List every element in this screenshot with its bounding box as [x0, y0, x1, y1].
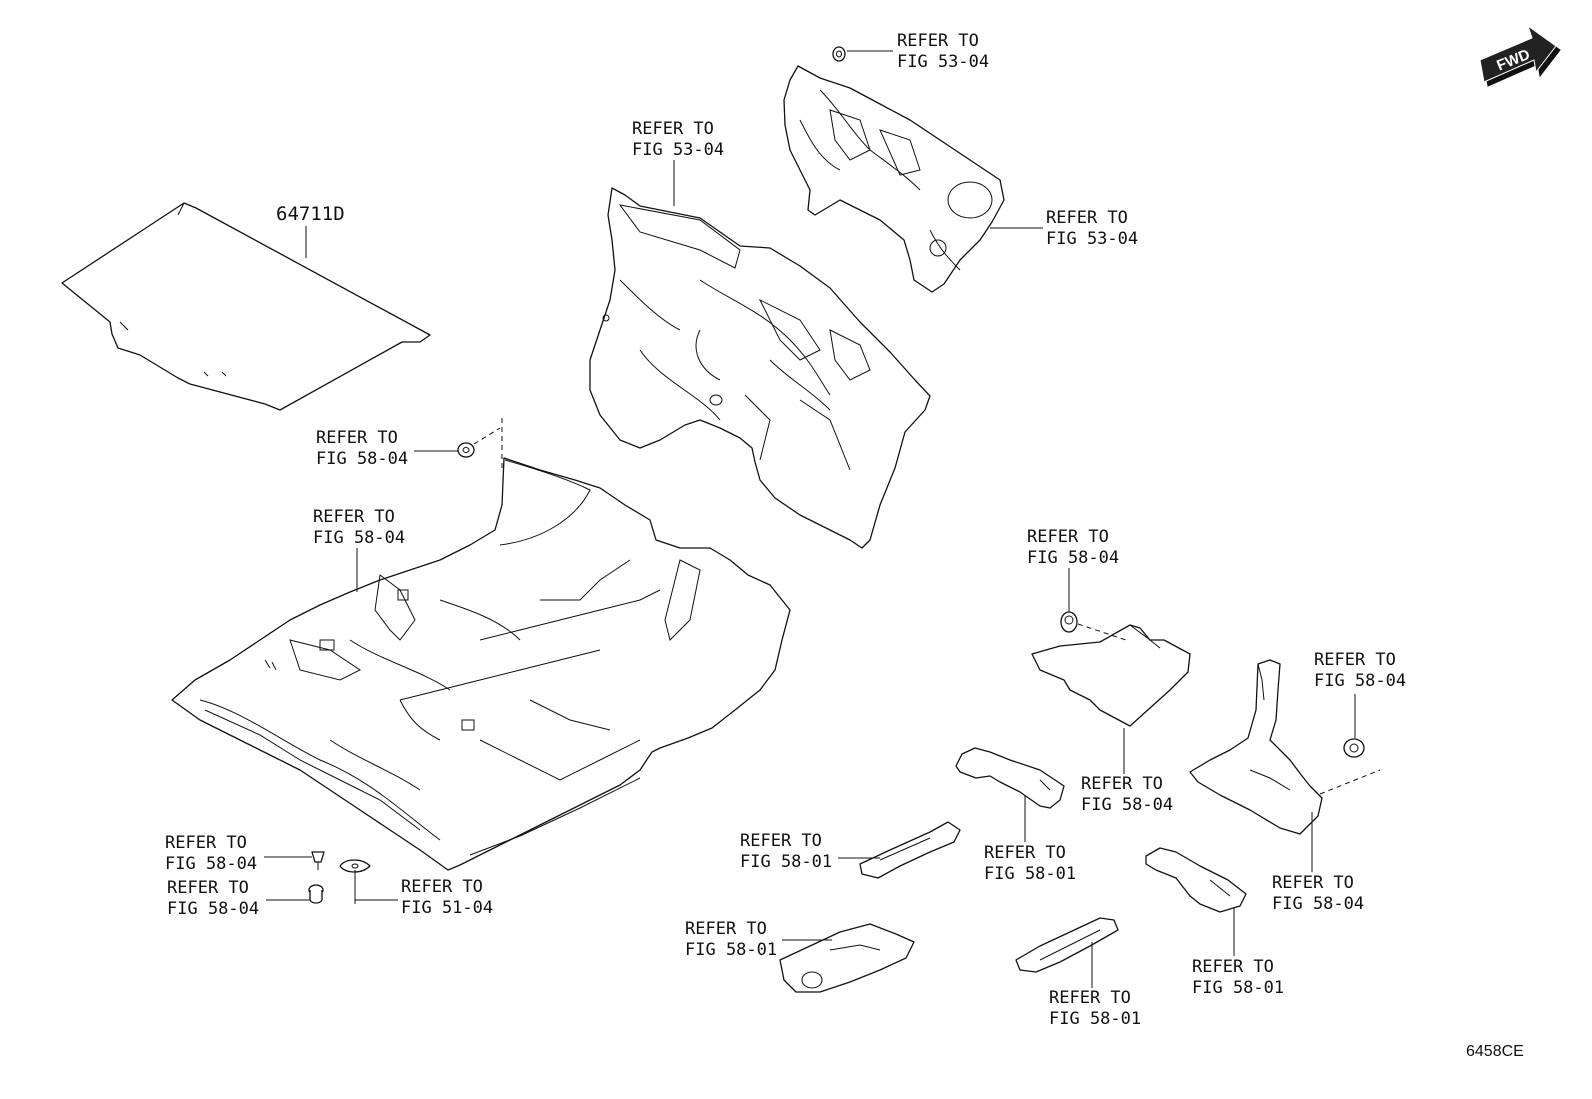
callout-line1: REFER TO [1049, 988, 1131, 1008]
callout-line1: REFER TO [1272, 873, 1354, 893]
callout-line1: REFER TO [1192, 957, 1274, 977]
dash-insulator-part [783, 65, 1005, 293]
callout-fig-58-01: REFER TO FIG 58-01 [984, 843, 1076, 884]
callout-fig-58-04: REFER TO FIG 58-04 [1314, 650, 1406, 691]
callout-fig-58-01: REFER TO FIG 58-01 [1192, 957, 1284, 998]
floor-pad-part [1145, 847, 1247, 913]
callout-line2: FIG 58-04 [1314, 671, 1406, 691]
callout-line2: FIG 58-04 [316, 449, 408, 469]
callout-line1: REFER TO [897, 31, 979, 51]
callout-line1: REFER TO [1314, 650, 1396, 670]
callout-fig-58-04: REFER TO FIG 58-04 [167, 878, 259, 919]
grommet-icon [1343, 738, 1365, 758]
rear-floor-mat-part [61, 202, 431, 411]
callout-line1: REFER TO [1046, 208, 1128, 228]
floor-pad-part [859, 821, 961, 879]
callout-fig-58-04: REFER TO FIG 58-04 [1081, 774, 1173, 815]
callout-line1: REFER TO [401, 877, 483, 897]
grommet-icon [308, 884, 324, 904]
callout-line2: FIG 53-04 [1046, 229, 1138, 249]
callout-line1: REFER TO [740, 831, 822, 851]
callout-line2: FIG 58-01 [740, 852, 832, 872]
grommet-icon [457, 442, 475, 458]
floor-carpet-part [171, 457, 791, 871]
callout-fig-53-04: REFER TO FIG 53-04 [1046, 208, 1138, 249]
callout-line2: FIG 51-04 [401, 898, 493, 918]
callout-line2: FIG 58-04 [167, 899, 259, 919]
callout-fig-53-04: REFER TO FIG 53-04 [632, 119, 724, 160]
callout-line1: REFER TO [984, 843, 1066, 863]
callout-fig-58-04: REFER TO FIG 58-04 [1272, 873, 1364, 914]
fastener-icon [339, 859, 371, 904]
part-number-label: 64711D [276, 203, 345, 225]
dash-silencer-part [589, 187, 931, 549]
callout-line1: REFER TO [313, 507, 395, 527]
callout-line2: FIG 58-01 [984, 864, 1076, 884]
callout-fig-58-04: REFER TO FIG 58-04 [316, 428, 408, 469]
callout-line1: REFER TO [685, 919, 767, 939]
callout-line2: FIG 58-04 [1027, 548, 1119, 568]
callout-fig-58-01: REFER TO FIG 58-01 [685, 919, 777, 960]
callout-line2: FIG 58-04 [1272, 894, 1364, 914]
floor-pad-part [1015, 917, 1119, 973]
callout-line2: FIG 53-04 [897, 52, 989, 72]
callout-line1: REFER TO [316, 428, 398, 448]
floor-pad-part [1031, 624, 1191, 727]
callout-line1: REFER TO [167, 878, 249, 898]
callout-fig-58-04: REFER TO FIG 58-04 [165, 833, 257, 874]
clip-icon [832, 46, 846, 62]
figure-id-label: 6458CE [1466, 1043, 1524, 1060]
callout-fig-58-04: REFER TO FIG 58-04 [1027, 527, 1119, 568]
callout-fig-53-04: REFER TO FIG 53-04 [897, 31, 989, 72]
callout-line1: REFER TO [1027, 527, 1109, 547]
grommet-icon [1060, 611, 1078, 633]
callout-fig-58-01: REFER TO FIG 58-01 [740, 831, 832, 872]
callout-fig-58-04: REFER TO FIG 58-04 [313, 507, 405, 548]
callout-line2: FIG 58-04 [313, 528, 405, 548]
floor-pad-part [1189, 659, 1323, 835]
fwd-arrow-icon: FWD [1479, 24, 1561, 87]
callout-line2: FIG 53-04 [632, 140, 724, 160]
clip-icon [311, 851, 325, 870]
callout-line1: REFER TO [1081, 774, 1163, 794]
callout-line2: FIG 58-01 [1192, 978, 1284, 998]
callout-line1: REFER TO [632, 119, 714, 139]
callout-line2: FIG 58-04 [165, 854, 257, 874]
callout-fig-51-04: REFER TO FIG 51-04 [401, 877, 493, 918]
callout-line2: FIG 58-04 [1081, 795, 1173, 815]
callout-line2: FIG 58-01 [1049, 1009, 1141, 1029]
callout-fig-58-01: REFER TO FIG 58-01 [1049, 988, 1141, 1029]
floor-pad-part [779, 923, 915, 993]
floor-pad-part [955, 747, 1065, 809]
callout-line2: FIG 58-01 [685, 940, 777, 960]
callout-line1: REFER TO [165, 833, 247, 853]
